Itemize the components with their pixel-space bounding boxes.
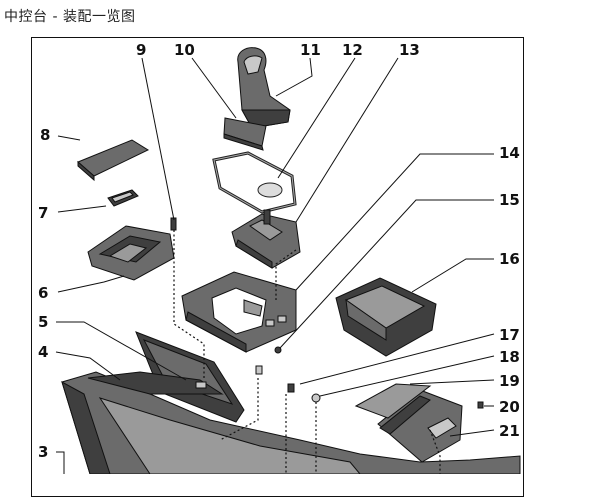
part-11-shift-knob — [237, 47, 291, 129]
callout-11: 11 — [300, 41, 321, 59]
part-14-housing — [181, 271, 297, 353]
callout-21: 21 — [499, 422, 520, 440]
part-16-tray — [335, 277, 437, 357]
callout-8: 8 — [40, 126, 50, 144]
assembly-diagram: 9 10 11 12 13 14 15 16 17 18 19 20 21 8 … — [38, 41, 521, 474]
callout-13: 13 — [399, 41, 420, 59]
callout-7: 7 — [38, 204, 48, 222]
callout-10: 10 — [174, 41, 195, 59]
part-13-selector — [231, 209, 301, 269]
assembly-lines — [173, 230, 441, 474]
part-10-trim — [223, 117, 267, 151]
callout-17: 17 — [499, 326, 520, 344]
callout-14: 14 — [499, 144, 520, 162]
page-title: 中控台 - 装配一览图 — [4, 9, 136, 25]
callout-20: 20 — [499, 398, 520, 416]
callout-16: 16 — [499, 250, 520, 268]
part-7-switch — [107, 189, 139, 207]
callout-numbers: 9 10 11 12 13 14 15 16 17 18 19 20 21 8 … — [38, 41, 520, 461]
callout-12: 12 — [342, 41, 363, 59]
callout-15: 15 — [499, 191, 520, 209]
callout-4: 4 — [38, 343, 48, 361]
callout-19: 19 — [499, 372, 520, 390]
callout-18: 18 — [499, 348, 520, 366]
leader-lines — [55, 57, 495, 474]
part-6-panel — [87, 225, 175, 281]
callout-5: 5 — [38, 313, 48, 331]
callout-9: 9 — [136, 41, 146, 59]
part-19-plate — [354, 383, 432, 419]
part-8-cover — [77, 139, 150, 182]
fasteners — [195, 346, 484, 409]
callout-6: 6 — [38, 284, 48, 302]
part-12-gasket — [212, 151, 297, 214]
callout-3: 3 — [38, 443, 48, 461]
part-4-console-body — [61, 371, 521, 474]
